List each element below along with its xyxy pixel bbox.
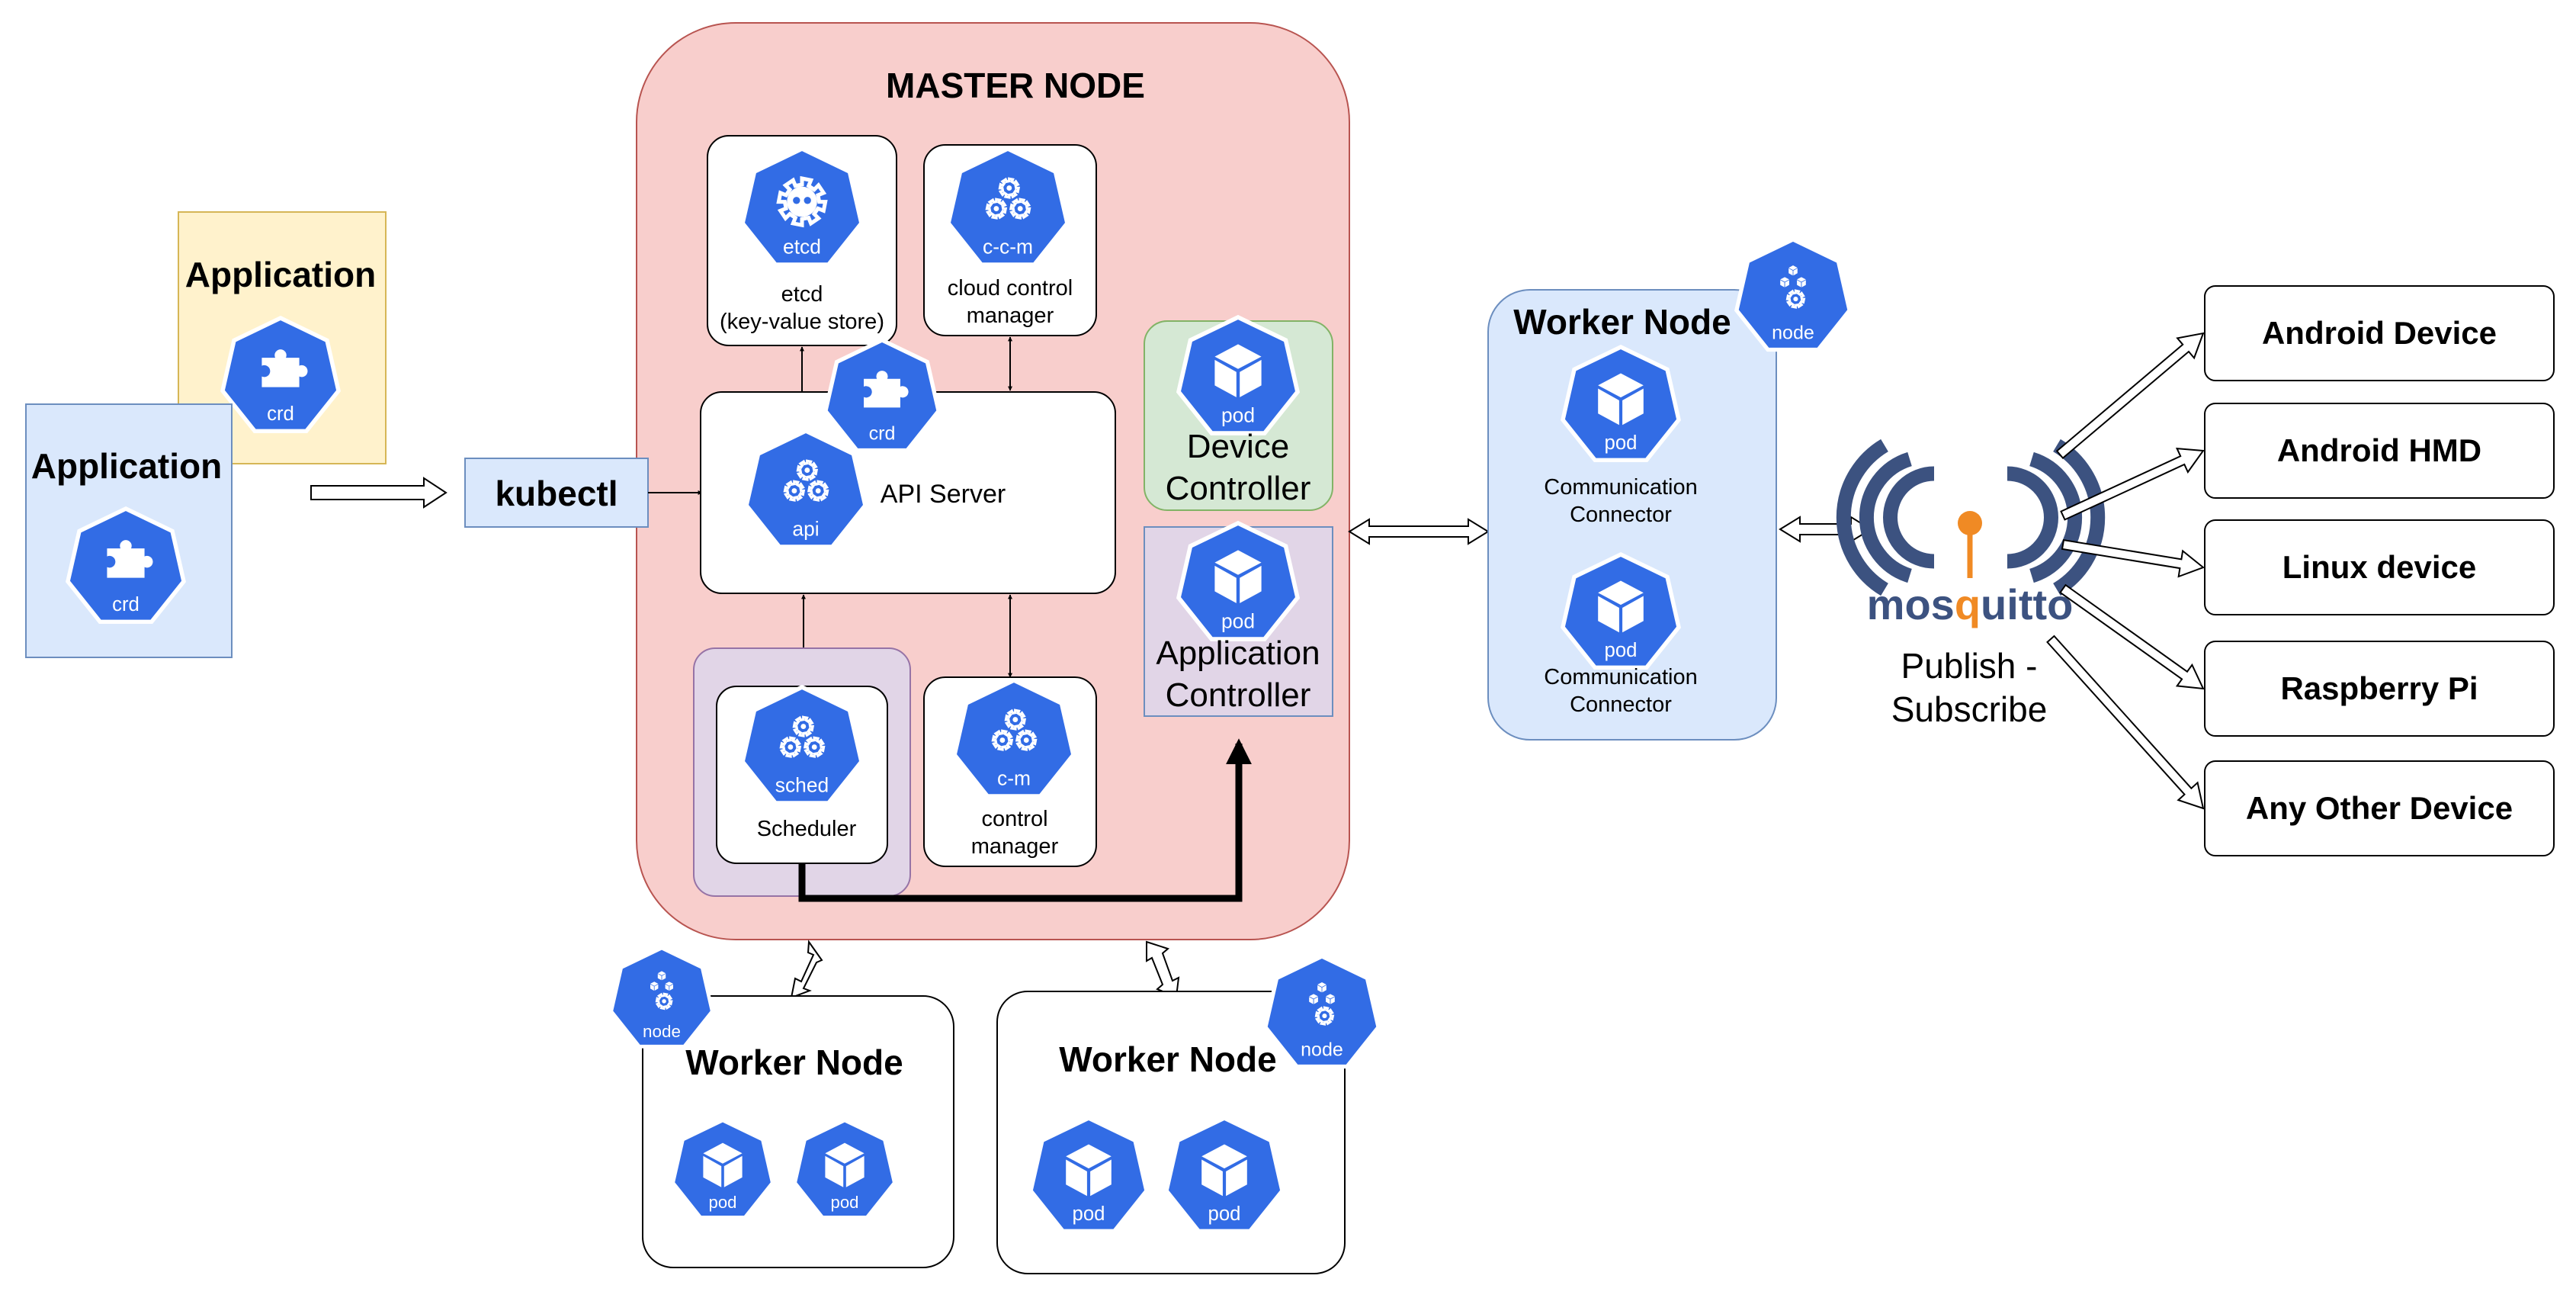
device-controller-sublabel: Controller: [1166, 470, 1311, 507]
device-arrow: [2046, 635, 2205, 810]
communication-connector-2-label: Communication: [1544, 665, 1697, 689]
master-worker-bottom-left-arrow: [790, 940, 823, 999]
crd-puzzle-icon: crd: [823, 338, 941, 453]
crd-puzzle-icon: crd: [220, 315, 341, 434]
kubectl-box: [464, 458, 649, 528]
pod-icon: pod: [1164, 1115, 1285, 1234]
cm-label: control: [981, 807, 1047, 831]
device-box: [2204, 519, 2555, 615]
device-box: [2204, 641, 2555, 737]
icon-label: pod: [1221, 610, 1255, 633]
worker-node-bottom-2-title: Worker Node: [1059, 1039, 1276, 1079]
mosquitto-logo-text-start: mos: [1867, 580, 1955, 628]
node-icon: node: [609, 946, 714, 1049]
icon-label: pod: [1605, 640, 1638, 661]
pod-icon: pod: [1028, 1115, 1149, 1234]
node-icon: node: [1734, 237, 1852, 352]
icon-label: pod: [1208, 1203, 1241, 1225]
mosquitto-caption: Publish -: [1901, 646, 2038, 686]
communication-connector-1-sublabel: Connector: [1570, 503, 1672, 527]
device-box: [2204, 760, 2555, 856]
pod-icon: pod: [1561, 551, 1681, 670]
pod-icon: pod: [1176, 520, 1301, 641]
etcd-sublabel: (key-value store): [720, 310, 884, 334]
svg-text:mosquitto: mosquitto: [1867, 580, 2074, 628]
device-label: Any Other Device: [2246, 790, 2513, 826]
application-title-back: Application: [185, 255, 376, 294]
master-worker-bottom-right-arrow: [1146, 940, 1180, 998]
pod-icon: pod: [1176, 314, 1301, 435]
mosquitto-caption-2: Subscribe: [1891, 689, 2048, 729]
icon-label: node: [1301, 1039, 1343, 1061]
icon-label: sched: [775, 774, 829, 797]
master-node-title: MASTER NODE: [886, 66, 1145, 105]
device-label: Linux device: [2282, 549, 2476, 585]
control-manager-icon: c-m: [951, 677, 1076, 798]
application-controller-label: Application: [1156, 635, 1320, 672]
cm-sublabel: manager: [971, 834, 1059, 859]
communication-connector-1-label: Communication: [1544, 475, 1697, 500]
scheduler-label: Scheduler: [757, 817, 857, 841]
worker-node-right-box: [1487, 289, 1777, 741]
icon-label: pod: [1073, 1203, 1105, 1225]
scheduler-to-app-controller-arrow: [798, 738, 1252, 902]
icon-label: pod: [709, 1193, 737, 1212]
etcd-label: etcd: [781, 282, 823, 307]
worker-node-bottom-1-title: Worker Node: [685, 1043, 903, 1082]
cloud-control-manager-icon: c-c-m: [945, 146, 1070, 267]
device-label: Android Device: [2262, 315, 2497, 351]
icon-label: node: [1772, 323, 1814, 344]
pod-icon: pod: [793, 1118, 897, 1219]
kubectl-label: kubectl: [495, 474, 618, 513]
mosquitto-logo: mosquitto: [1836, 439, 2106, 628]
icon-label: etcd: [783, 236, 821, 259]
node-icon: node: [1263, 954, 1381, 1069]
application-controller-sublabel: Controller: [1166, 676, 1311, 714]
communication-connector-2-sublabel: Connector: [1570, 692, 1672, 717]
mosquitto-logo-text-end: uitto: [1981, 580, 2073, 628]
application-title-front: Application: [31, 446, 222, 486]
crd-puzzle-icon: crd: [66, 506, 186, 625]
device-arrows: [2046, 332, 2205, 810]
icon-label: pod: [1221, 404, 1255, 427]
pod-icon: pod: [1561, 344, 1681, 463]
icon-label: crd: [869, 423, 896, 445]
icon-label: pod: [1605, 432, 1638, 454]
icon-label: api: [792, 518, 819, 541]
application-to-kubectl-arrow: [310, 477, 448, 509]
worker-node-right-title: Worker Node: [1513, 302, 1731, 342]
icon-label: pod: [831, 1193, 859, 1212]
device-label: Android HMD: [2277, 432, 2481, 468]
master-worker-double-arrow: [1348, 518, 1490, 545]
api-server-icon: api: [743, 428, 868, 549]
icon-label: node: [643, 1022, 681, 1041]
etcd-icon: etcd: [739, 146, 865, 267]
icon-label: c-m: [997, 767, 1031, 790]
icon-label: crd: [112, 594, 140, 615]
icon-label: crd: [267, 403, 294, 425]
ccm-label: cloud control: [948, 276, 1073, 300]
device-controller-label: Device: [1187, 428, 1290, 465]
scheduler-icon: sched: [739, 684, 865, 805]
device-label: Raspberry Pi: [2280, 670, 2478, 706]
device-arrow: [2060, 447, 2205, 521]
device-arrow: [2055, 332, 2205, 460]
icon-label: c-c-m: [983, 236, 1033, 259]
pod-icon: pod: [671, 1118, 775, 1219]
device-box: [2204, 285, 2555, 381]
worker-mosquitto-double-arrow: [1779, 516, 1872, 543]
device-box: [2204, 403, 2555, 499]
device-arrow: [2059, 583, 2205, 690]
ccm-sublabel: manager: [967, 304, 1054, 328]
device-arrow: [2061, 538, 2205, 578]
api-server-label: API Server: [881, 480, 1006, 509]
